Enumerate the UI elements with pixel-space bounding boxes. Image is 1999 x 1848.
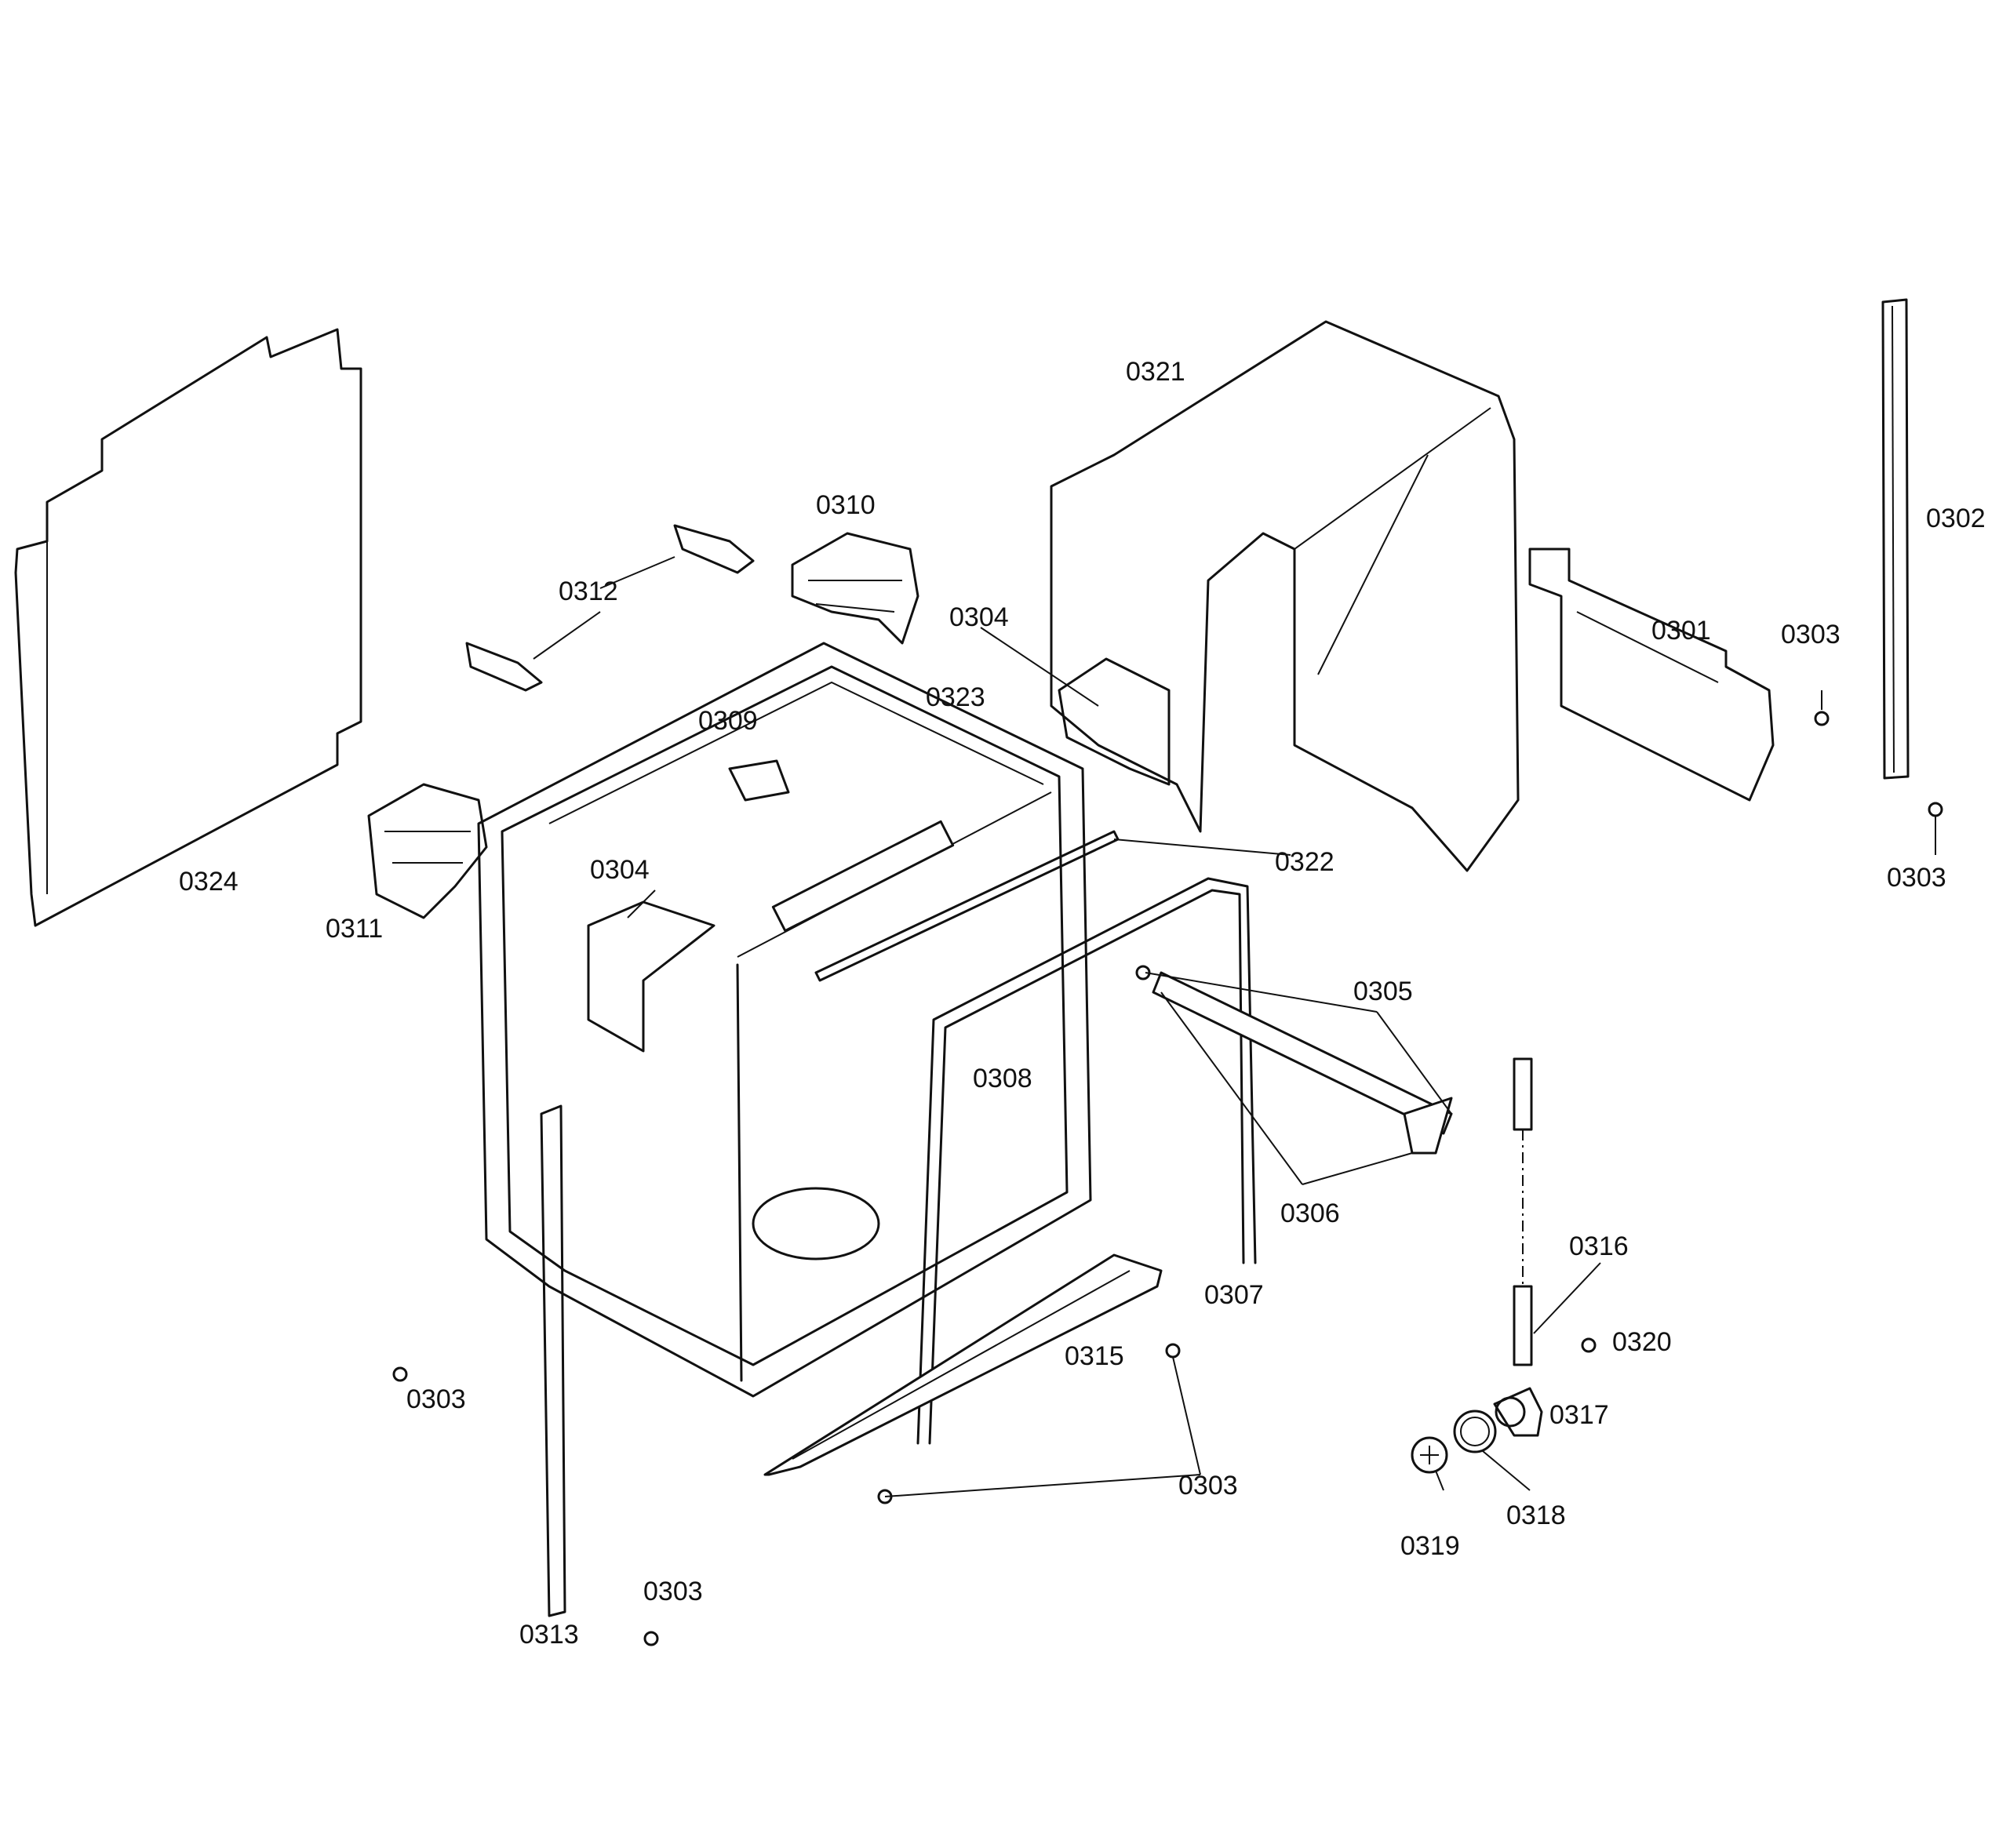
label-0320: 0320 (1612, 1327, 1672, 1357)
part-0317-elbow (1493, 1387, 1543, 1437)
part-0302-strip (1881, 298, 1910, 780)
part-0322-rail (814, 830, 1120, 982)
part-labels: 0324 0312 0310 0311 0309 0323 0304 0304 … (179, 357, 1986, 1650)
part-0310-bracket (791, 532, 919, 645)
part-0319-cap (1411, 1436, 1448, 1474)
label-0322: 0322 (1275, 847, 1334, 877)
label-0303-c: 0303 (406, 1384, 466, 1414)
label-0303-a: 0303 (1781, 620, 1841, 649)
label-0305: 0305 (1353, 977, 1413, 1006)
leader-lines (533, 556, 1936, 1497)
part-0315-kickplate (763, 1253, 1163, 1476)
label-0308: 0308 (973, 1064, 1032, 1093)
label-0303-e: 0303 (643, 1577, 703, 1606)
label-0317: 0317 (1549, 1400, 1609, 1430)
label-0315: 0315 (1065, 1341, 1124, 1371)
label-0312: 0312 (559, 577, 618, 606)
label-0311: 0311 (326, 914, 383, 944)
part-0318-ring (1453, 1410, 1497, 1453)
label-0301: 0301 (1651, 616, 1711, 646)
label-0304-mid: 0304 (590, 855, 650, 885)
label-0323: 0323 (926, 682, 985, 712)
label-0310: 0310 (816, 490, 876, 520)
part-0305-0306-arm (1135, 965, 1453, 1155)
label-0304-top: 0304 (949, 602, 1009, 632)
label-0316: 0316 (1569, 1231, 1629, 1261)
part-0316-hose (1513, 1057, 1533, 1366)
label-0307: 0307 (1204, 1280, 1264, 1310)
label-0306: 0306 (1280, 1199, 1340, 1228)
label-0321: 0321 (1126, 357, 1185, 387)
part-0312-clips (465, 524, 755, 692)
part-0313-strip (540, 1104, 566, 1617)
label-0303-b: 0303 (1887, 863, 1946, 893)
label-0309: 0309 (698, 706, 758, 736)
part-0301-panel (1528, 547, 1775, 802)
label-0319: 0319 (1400, 1531, 1460, 1561)
part-0324-side-panel (14, 328, 362, 927)
part-0321-insulation (1050, 320, 1520, 872)
part-0304-bracket-front (587, 900, 715, 1053)
part-tub (477, 642, 1092, 1398)
label-0318: 0318 (1506, 1501, 1566, 1530)
label-0303-d: 0303 (1178, 1471, 1238, 1501)
part-0304-bracket-rear (1058, 657, 1171, 786)
label-0302: 0302 (1926, 504, 1986, 533)
screws (392, 711, 1943, 1646)
part-0311-bracket (367, 783, 488, 919)
label-0324: 0324 (179, 867, 238, 897)
label-0313: 0313 (519, 1620, 579, 1650)
